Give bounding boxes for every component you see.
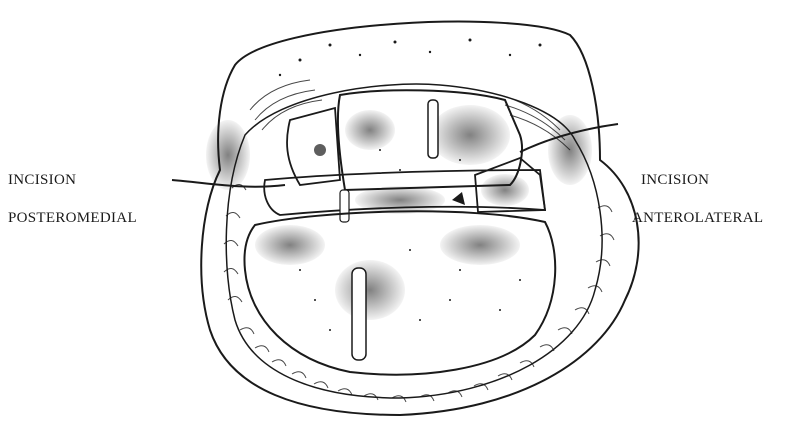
posterior-rod: [352, 268, 366, 360]
right-shaded-mass: [548, 115, 592, 185]
middle-triangle: [452, 192, 465, 205]
outer-tissue-outline: [201, 22, 638, 415]
anterior-rod: [428, 100, 438, 158]
posterior-shading-center: [335, 260, 405, 320]
left-label-incision: INCISION: [8, 172, 76, 189]
left-small-blot: [314, 144, 326, 156]
left-label-posteromedial: POSTEROMEDIAL: [8, 210, 137, 227]
right-lateral-shading: [481, 174, 529, 206]
right-label-anterolateral: ANTEROLATERAL: [632, 210, 763, 227]
posterior-shading-left: [255, 225, 325, 265]
anterior-shading: [430, 105, 510, 165]
left-shaded-mass: [206, 120, 250, 190]
left-small-compartment: [287, 108, 340, 185]
middle-rod: [340, 190, 349, 222]
middle-shading: [355, 186, 445, 214]
anterior-shading-2: [345, 110, 395, 150]
right-label-incision: INCISION: [641, 172, 709, 189]
posterior-shading-right: [440, 225, 520, 265]
